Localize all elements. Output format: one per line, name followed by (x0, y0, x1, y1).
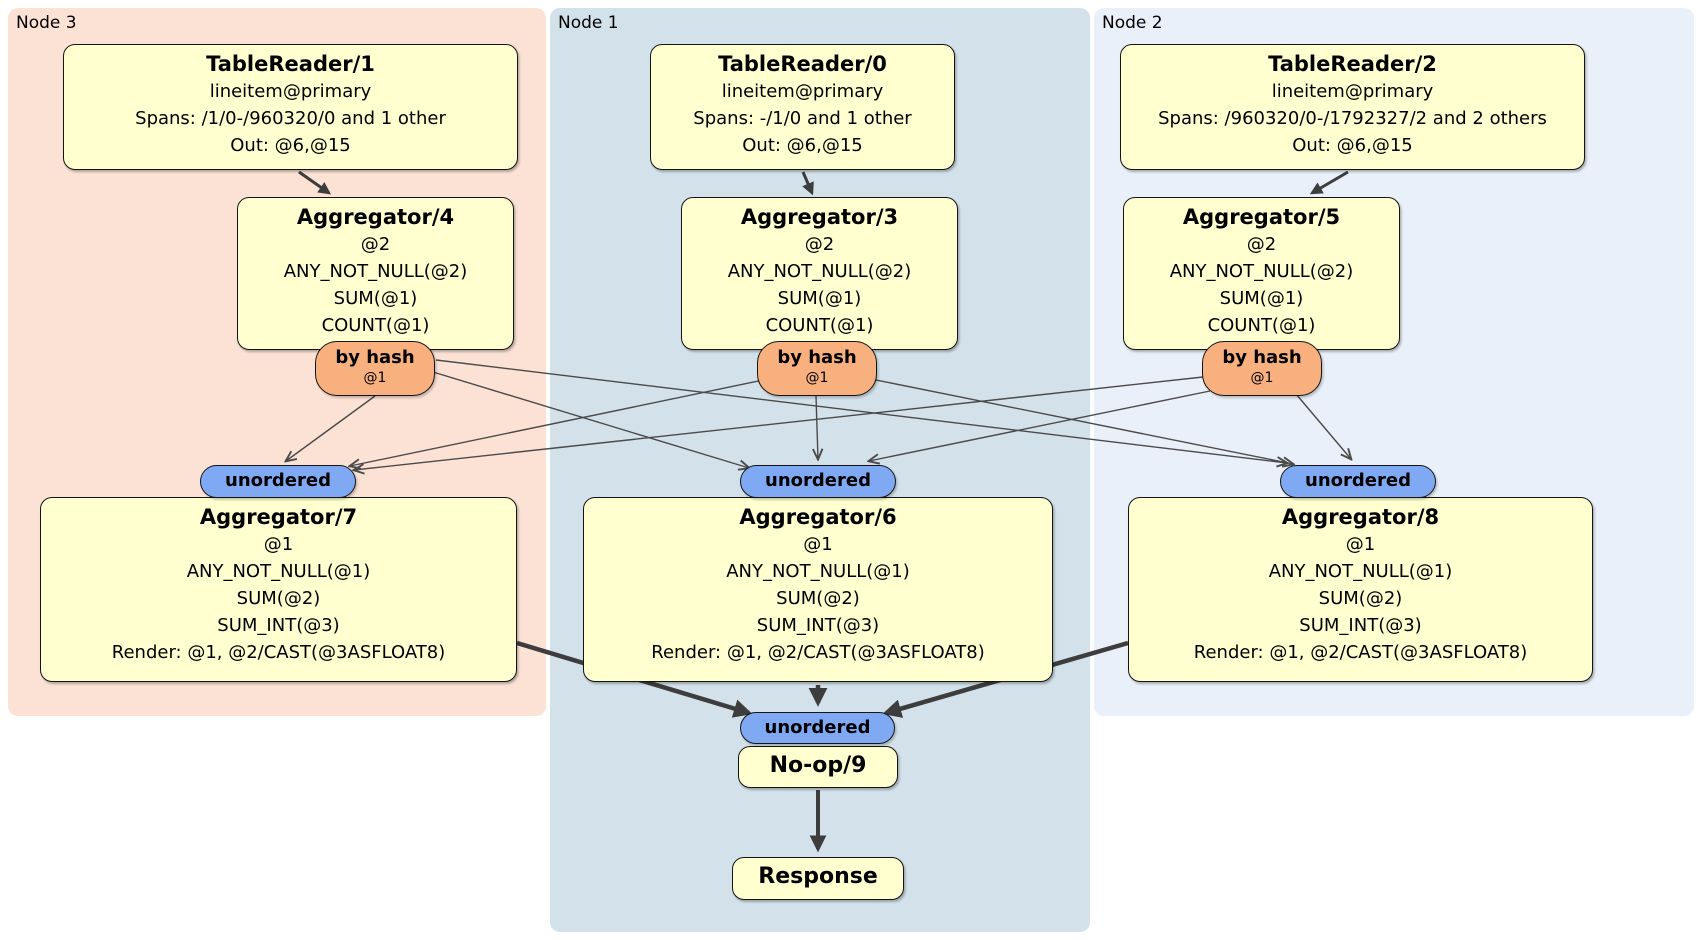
node-detail: @2 (360, 234, 391, 255)
by-hash-key: @1 (805, 370, 829, 386)
node-detail: Out: @6,@15 (742, 135, 863, 156)
unordered-sync-left: unordered (200, 465, 356, 498)
node-detail: @2 (804, 234, 835, 255)
node-detail: Out: @6,@15 (230, 135, 351, 156)
node-title: Aggregator/4 (296, 205, 455, 229)
node-detail: Out: @6,@15 (1292, 135, 1413, 156)
region-label-node1: Node 1 (558, 13, 619, 33)
node-detail: COUNT(@1) (765, 315, 874, 336)
node-title: TableReader/2 (1268, 52, 1437, 76)
node-aggregator-6: Aggregator/6 @1 ANY_NOT_NULL(@1) SUM(@2)… (583, 497, 1053, 682)
node-tablereader-2: TableReader/2 lineitem@primary Spans: /9… (1120, 44, 1585, 170)
node-response: Response (732, 857, 904, 900)
by-hash-router-right: by hash @1 (1202, 341, 1322, 396)
node-detail: COUNT(@1) (1207, 315, 1316, 336)
node-title: Response (758, 864, 878, 889)
node-detail: @2 (1246, 234, 1277, 255)
by-hash-key: @1 (363, 370, 387, 386)
node-noop-9: No-op/9 (738, 746, 898, 788)
node-detail: ANY_NOT_NULL(@2) (283, 261, 468, 282)
node-detail: COUNT(@1) (321, 315, 430, 336)
node-detail: SUM_INT(@3) (1299, 615, 1422, 636)
node-title: TableReader/0 (718, 52, 887, 76)
node-title: TableReader/1 (206, 52, 375, 76)
node-detail: SUM(@1) (777, 288, 862, 309)
by-hash-label: by hash (1222, 347, 1302, 368)
node-detail: ANY_NOT_NULL(@1) (726, 561, 910, 582)
unordered-sync-center: unordered (740, 465, 896, 498)
node-detail: lineitem@primary (209, 81, 372, 102)
by-hash-router-center: by hash @1 (757, 341, 877, 396)
node-aggregator-4: Aggregator/4 @2 ANY_NOT_NULL(@2) SUM(@1)… (237, 197, 514, 350)
node-detail: Render: @1, @2/CAST(@3ASFLOAT8) (1193, 642, 1528, 663)
node-title: Aggregator/5 (1182, 205, 1341, 229)
node-detail: lineitem@primary (1271, 81, 1434, 102)
node-tablereader-1: TableReader/1 lineitem@primary Spans: /1… (63, 44, 518, 170)
node-detail: lineitem@primary (721, 81, 884, 102)
unordered-sync-final: unordered (740, 712, 895, 744)
node-title: No-op/9 (769, 753, 867, 778)
node-aggregator-8: Aggregator/8 @1 ANY_NOT_NULL(@1) SUM(@2)… (1128, 497, 1593, 682)
by-hash-label: by hash (335, 347, 415, 368)
by-hash-key: @1 (1250, 370, 1274, 386)
node-title: Aggregator/3 (740, 205, 899, 229)
node-detail: ANY_NOT_NULL(@2) (1169, 261, 1354, 282)
edges-tablereader-to-aggregator (298, 170, 1349, 196)
node-detail: SUM_INT(@3) (217, 615, 340, 636)
node-detail: @1 (1345, 534, 1376, 555)
node-detail: @1 (263, 534, 294, 555)
node-title: Aggregator/7 (199, 505, 358, 529)
region-label-node3: Node 3 (16, 13, 77, 33)
node-aggregator-7: Aggregator/7 @1 ANY_NOT_NULL(@1) SUM(@2)… (40, 497, 517, 682)
node-detail: SUM(@2) (236, 588, 321, 609)
node-title: Aggregator/8 (1281, 505, 1440, 529)
by-hash-label: by hash (777, 347, 857, 368)
node-detail: SUM_INT(@3) (756, 615, 880, 636)
node-detail: Spans: /1/0-/960320/0 and 1 other (135, 108, 446, 129)
node-tablereader-0: TableReader/0 lineitem@primary Spans: -/… (650, 44, 955, 170)
node-detail: ANY_NOT_NULL(@1) (186, 561, 371, 582)
node-detail: ANY_NOT_NULL(@2) (727, 261, 912, 282)
node-detail: SUM(@1) (333, 288, 418, 309)
node-detail: SUM(@2) (776, 588, 860, 609)
node-detail: Render: @1, @2/CAST(@3ASFLOAT8) (111, 642, 446, 663)
node-detail: @1 (803, 534, 833, 555)
node-title: Aggregator/6 (739, 505, 897, 529)
node-detail: SUM(@1) (1219, 288, 1304, 309)
by-hash-router-left: by hash @1 (315, 341, 435, 396)
node-detail: ANY_NOT_NULL(@1) (1268, 561, 1453, 582)
unordered-sync-right: unordered (1280, 465, 1436, 498)
node-detail: SUM(@2) (1318, 588, 1403, 609)
edges-byhash-to-unordered (286, 359, 1351, 470)
node-aggregator-5: Aggregator/5 @2 ANY_NOT_NULL(@2) SUM(@1)… (1123, 197, 1400, 350)
node-detail: Spans: /960320/0-/1792327/2 and 2 others (1158, 108, 1547, 129)
region-label-node2: Node 2 (1102, 13, 1163, 33)
node-detail: Render: @1, @2/CAST(@3ASFLOAT8) (651, 642, 985, 663)
node-detail: Spans: -/1/0 and 1 other (693, 108, 912, 129)
node-aggregator-3: Aggregator/3 @2 ANY_NOT_NULL(@2) SUM(@1)… (681, 197, 958, 350)
